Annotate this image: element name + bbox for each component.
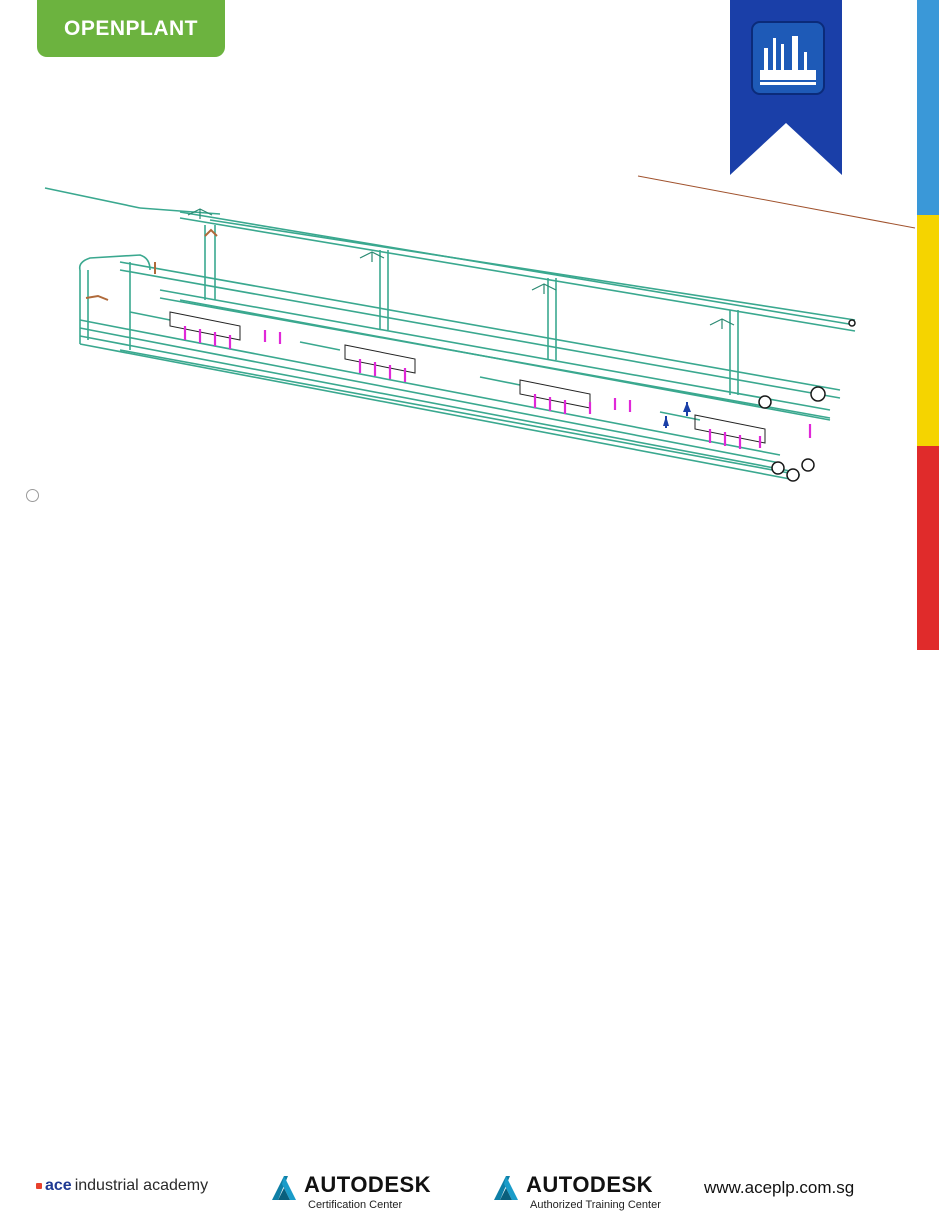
- radio-button[interactable]: [26, 489, 39, 502]
- yellow-stripe: [917, 215, 939, 446]
- ace-prefix: ace: [45, 1177, 72, 1194]
- autodesk-certification-logo: AUTODESK Certification Center: [270, 1174, 431, 1211]
- plant-factory-icon: [751, 21, 825, 95]
- plant-ribbon-badge: [730, 0, 842, 175]
- autodesk-sub: Authorized Training Center: [530, 1199, 661, 1211]
- autodesk-name: AUTODESK: [526, 1172, 654, 1197]
- openplant-label: OPENPLANT: [63, 16, 198, 40]
- autodesk-sub: Certification Center: [308, 1199, 403, 1211]
- ace-suffix: industrial academy: [74, 1177, 209, 1194]
- autodesk-atc-logo: AUTODESK Authorized Training Center: [492, 1174, 661, 1211]
- openplant-tag: OPENPLANT: [37, 0, 225, 57]
- blue-stripe: [917, 0, 939, 215]
- footer: ace industrial academy AUTODESK Certific…: [0, 580, 939, 1211]
- website-link[interactable]: www.aceplp.com.sg: [704, 1178, 855, 1197]
- autodesk-logo-icon: [494, 1176, 518, 1200]
- red-stripe: [917, 446, 939, 650]
- autodesk-name: AUTODESK: [304, 1172, 432, 1197]
- pipe-rack-drawing: [44, 175, 916, 482]
- autodesk-logo-icon: [272, 1176, 296, 1200]
- ace-logo-icon: [36, 1183, 42, 1189]
- ace-academy-logo: ace industrial academy: [36, 1177, 208, 1195]
